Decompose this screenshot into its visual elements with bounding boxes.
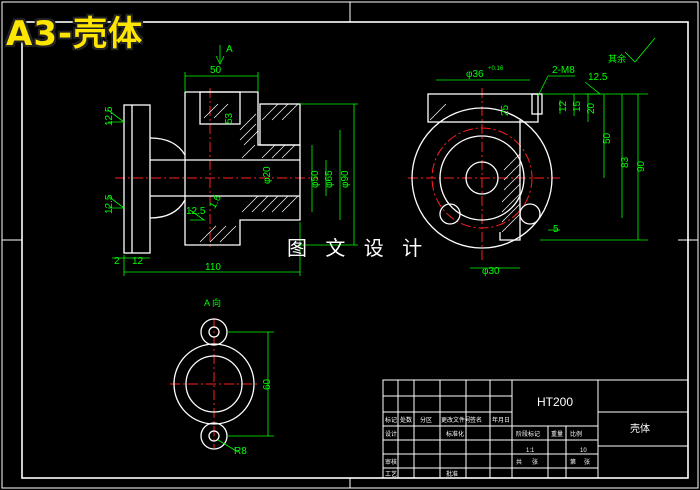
tb-r2c4: 标准化 xyxy=(446,430,464,438)
dim-sym-left: 53 xyxy=(224,112,235,124)
tb-scale: 比例 xyxy=(570,430,582,438)
tb-sheet: 10 xyxy=(580,448,587,454)
a-view-label: A 向 xyxy=(204,297,221,308)
watermark-text: 图 文 设 计 xyxy=(287,236,429,260)
tb-scale-value: 1:1 xyxy=(526,448,535,454)
title-block xyxy=(382,379,689,479)
front-section-view: A 50 110 12 2 53 φ20 φ50 φ65 φ90 1.6 12.… xyxy=(104,44,358,276)
dim-83: 83 xyxy=(620,156,631,168)
tb-r1c5: 签名 xyxy=(470,416,482,424)
material-label: HT200 xyxy=(537,395,573,409)
dim-25: 25 xyxy=(500,104,511,116)
dim-gap: 2 xyxy=(114,256,120,267)
a-view-height-dim: 60 xyxy=(262,378,273,390)
tb-r1c2: 处数 xyxy=(400,416,412,424)
tb-r2c1: 设计 xyxy=(385,430,397,438)
tb-weight: 重量 xyxy=(551,430,563,438)
tb-r1c4: 更改文件号 xyxy=(441,416,471,424)
dim-15: 15 xyxy=(572,100,583,112)
roughness-bottom: 12.5 xyxy=(104,194,115,214)
dim-50: 50 xyxy=(602,132,613,144)
title-block-text: 标记 处数 分区 更改文件号 签名 年月日 设计 标准化 审核 工艺 批准 阶段… xyxy=(385,416,590,478)
tb-page: 第 xyxy=(570,458,576,466)
roughness-inner: 12.5 xyxy=(186,206,206,217)
tb-r1c3: 分区 xyxy=(420,416,432,424)
dim-90: 90 xyxy=(636,160,647,172)
dim-mid-diameter: φ65 xyxy=(324,170,335,188)
drawing-title: A3-壳体 xyxy=(6,14,144,54)
tb-sheet-unit: 张 xyxy=(532,458,538,466)
bottom-hole-dim: φ30 xyxy=(482,266,500,277)
dim-bore: φ20 xyxy=(262,166,273,184)
pcd-tolerance: +0.16 xyxy=(488,66,504,72)
dim-flange-thk: 12 xyxy=(132,256,144,267)
roughness-top: 12.5 xyxy=(104,106,115,126)
dim-overall-length: 110 xyxy=(205,262,221,273)
a-view: A 向 60 R8 xyxy=(170,297,274,457)
side-roughness: 12.5 xyxy=(588,72,608,83)
dim-12: 12 xyxy=(558,100,569,112)
tb-r1c1: 标记 xyxy=(385,416,397,424)
dim-top-width: 50 xyxy=(210,65,222,76)
tb-r4c4: 批准 xyxy=(446,470,458,478)
tb-r1c6: 年月日 xyxy=(492,416,510,424)
dim-left-diameter: φ50 xyxy=(310,170,321,188)
a-view-radius-dim: R8 xyxy=(234,446,247,457)
tb-r4c1: 工艺 xyxy=(385,470,397,478)
dim-outer-diameter: φ90 xyxy=(340,170,351,188)
front-view-arrow-label: A xyxy=(226,44,233,55)
side-view: φ36 +0.16 2-M8 12.5 其余 12 15 20 50 83 90… xyxy=(408,37,656,277)
pcd-dim: φ36 xyxy=(466,69,484,80)
tb-stage-mark: 阶段标记 xyxy=(516,430,540,438)
thread-dim: 2-M8 xyxy=(552,65,575,76)
dim-5: 5 xyxy=(553,224,559,235)
tb-page-unit: 张 xyxy=(584,458,590,466)
remark-label: 其余 xyxy=(608,53,626,64)
drawing-name: 壳体 xyxy=(630,422,650,435)
dim-20: 20 xyxy=(586,102,597,114)
tb-r3c1: 审核 xyxy=(385,458,397,466)
section-hatching xyxy=(199,103,299,243)
tb-total: 共 xyxy=(516,458,522,466)
